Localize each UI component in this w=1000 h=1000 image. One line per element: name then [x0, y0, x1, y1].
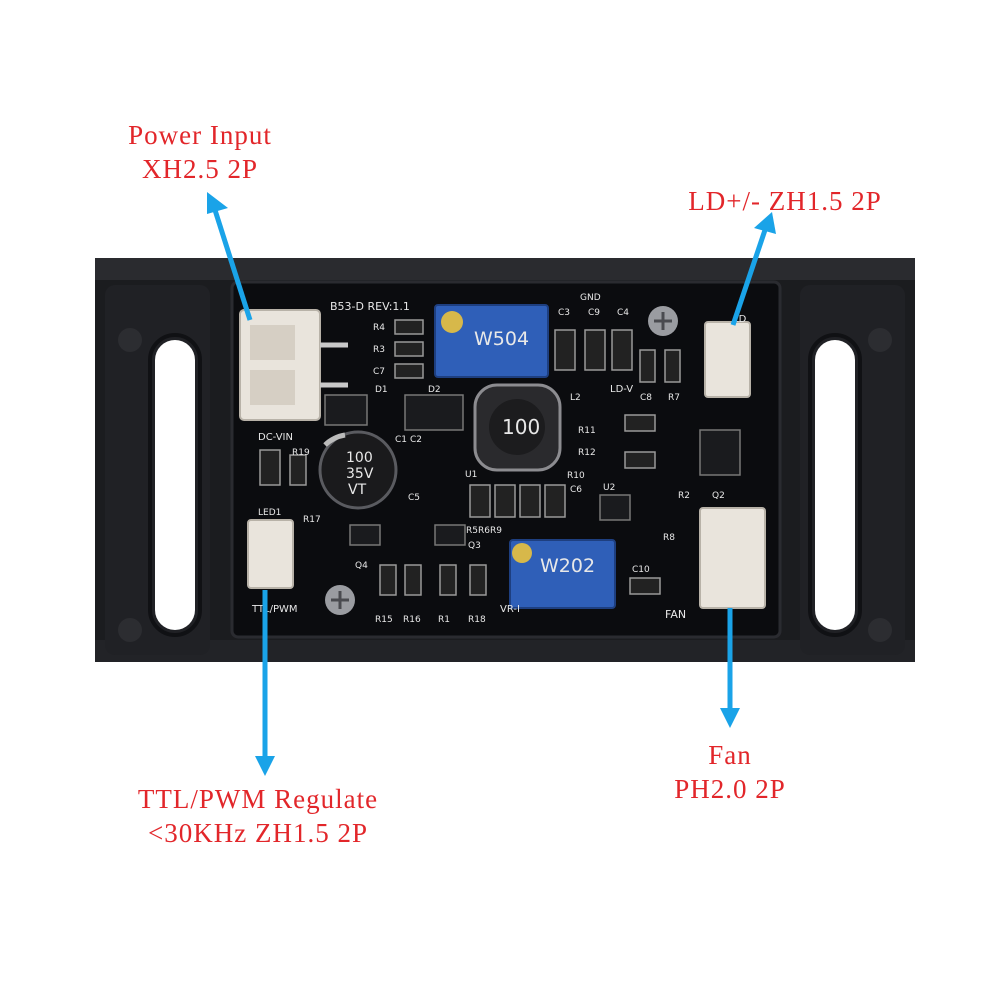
ref-label: U2	[603, 483, 615, 493]
ref-label: R4	[373, 323, 385, 333]
ld-connector-text: LD+/- ZH1.5 2P	[688, 186, 882, 216]
board-model-text: B53-D REV:1.1	[330, 300, 410, 313]
ref-label: R16	[403, 615, 421, 625]
capacitor-label-2: 35V	[346, 466, 374, 482]
ref-label: R2	[678, 491, 690, 501]
ref-label: C5	[408, 493, 420, 503]
ref-label: C7	[373, 367, 385, 377]
power-input-connector: XH2.5 2P	[141, 154, 258, 184]
ttl-pwm-silk: TTL/PWM	[251, 604, 298, 615]
ref-label: C8	[640, 393, 652, 403]
ref-label: R15	[375, 615, 393, 625]
capacitor-label-1: 100	[346, 450, 373, 466]
ref-label: D1	[375, 385, 388, 395]
ttl-pwm-label: TTL/PWM Regulate <30KHz ZH1.5 2P	[118, 782, 398, 850]
ref-label: R19	[292, 448, 310, 458]
ref-label: C6	[570, 485, 582, 495]
ref-label: R11	[578, 426, 596, 436]
ref-label: R8	[663, 533, 675, 543]
ref-label: C4	[617, 308, 629, 318]
fan-label: Fan PH2.0 2P	[640, 738, 820, 806]
ref-label: Q4	[355, 561, 368, 571]
ref-label: Q2	[712, 491, 725, 501]
fan-silk: FAN	[665, 608, 686, 621]
ref-label: R10	[567, 471, 585, 481]
ref-label: C3	[558, 308, 570, 318]
ld-v-silk: LD-V	[610, 384, 633, 395]
gnd-silk: GND	[580, 293, 601, 303]
annotation-arrows	[207, 192, 776, 776]
ttl-pwm-spec: <30KHz ZH1.5 2P	[148, 818, 368, 848]
ref-label: C10	[632, 565, 650, 575]
fan-title: Fan	[708, 740, 752, 770]
ref-label: C9	[588, 308, 600, 318]
ttl-pwm-title: TTL/PWM Regulate	[137, 784, 379, 814]
ref-label: C1	[395, 435, 407, 445]
ref-label: C2	[410, 435, 422, 445]
dc-vin-silk: DC-VIN	[258, 432, 293, 443]
power-input-title: Power Input	[128, 120, 272, 150]
capacitor-label-3: VT	[348, 482, 367, 498]
power-input-label: Power Input XH2.5 2P	[95, 118, 305, 186]
ref-label: U1	[465, 470, 477, 480]
vr-i-silk: VR-I	[500, 604, 520, 615]
fan-connector: PH2.0 2P	[674, 774, 786, 804]
pot-w202-label: W202	[540, 555, 595, 577]
ref-label: R7	[668, 393, 680, 403]
ref-label: R5R6R9	[466, 526, 502, 536]
inductor-label: 100	[502, 415, 540, 439]
ref-label: LED1	[258, 508, 281, 518]
pot-w504-label: W504	[474, 328, 529, 350]
pcb-board: B53-D REV:1.1 DC-VIN TTL/PWM FAN LD LD-V…	[230, 280, 782, 639]
ld-silk: LD	[733, 314, 747, 325]
ref-label: R12	[578, 448, 596, 458]
ref-label: R18	[468, 615, 486, 625]
ref-label: D2	[428, 385, 441, 395]
ref-label: L2	[570, 393, 581, 403]
ld-connector-label: LD+/- ZH1.5 2P	[660, 184, 910, 218]
ref-label: R17	[303, 515, 321, 525]
ref-label: R1	[438, 615, 450, 625]
ref-label: Q3	[468, 541, 481, 551]
ref-label: R3	[373, 345, 385, 355]
